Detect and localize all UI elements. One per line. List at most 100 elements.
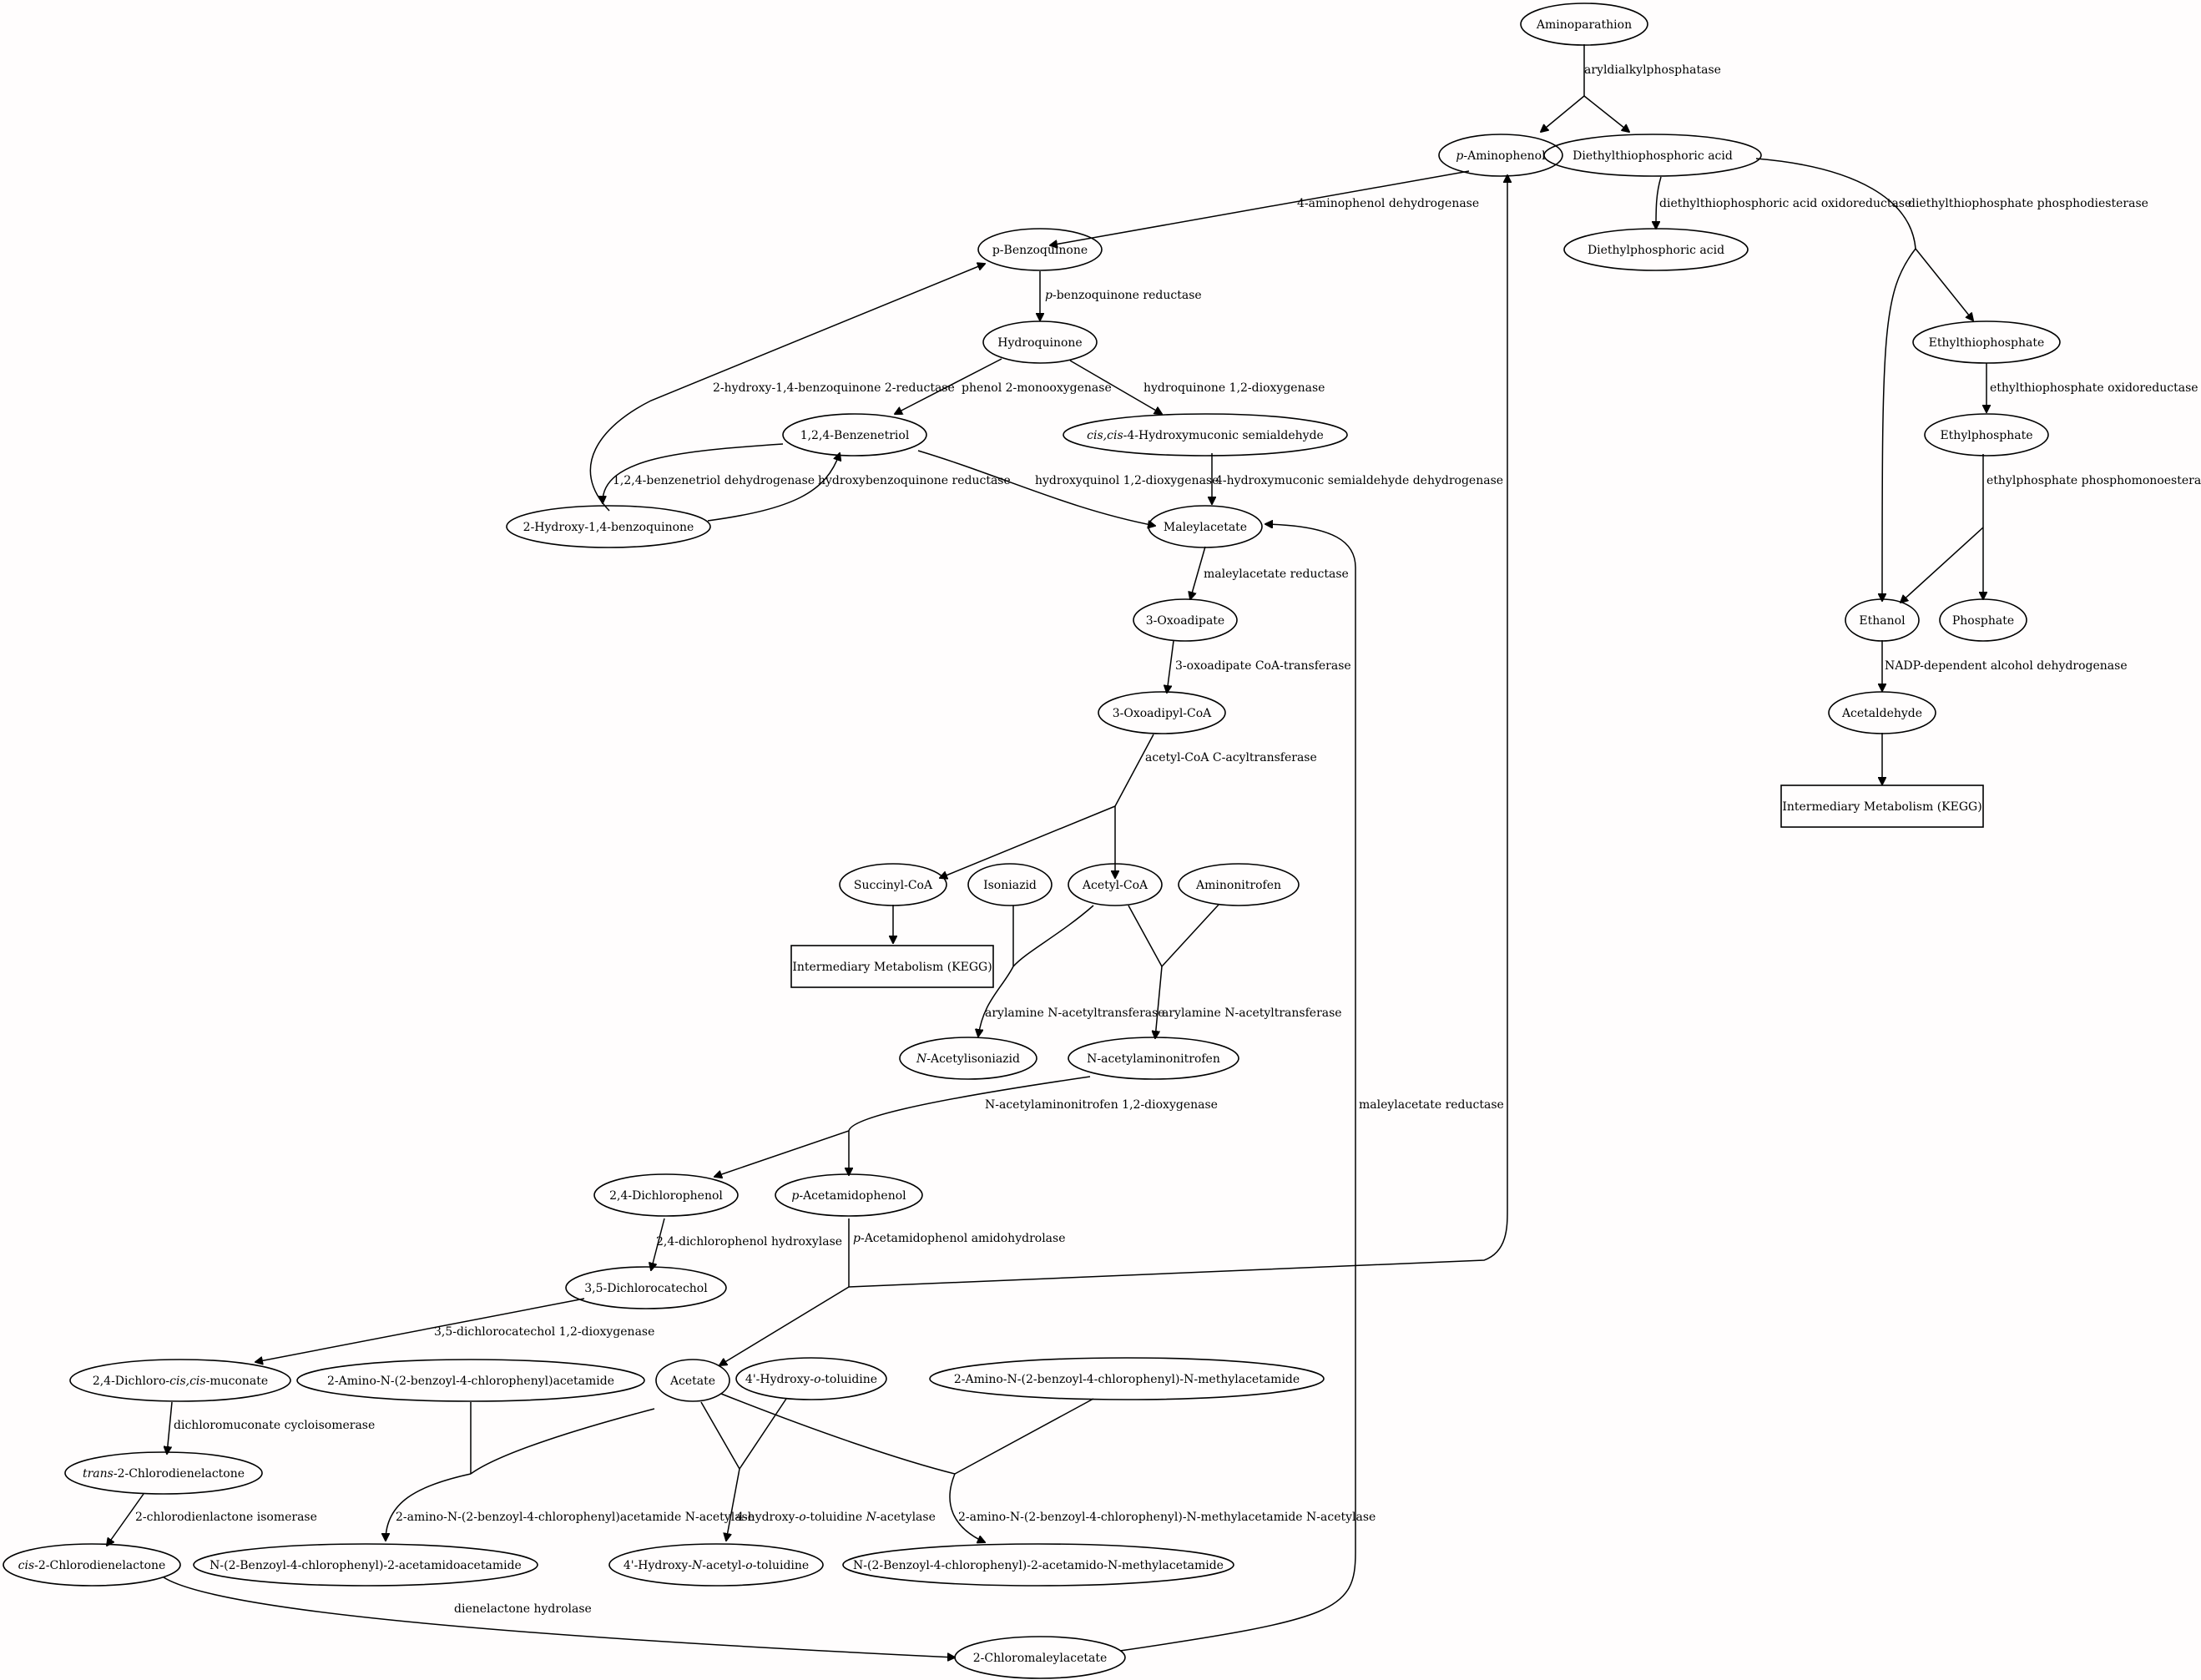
node-ethylthiophosphate[interactable]: Ethylthiophosphate [1912,320,2061,364]
node-diethylthiophosphoric-acid[interactable]: Diethylthiophosphoric acid [1543,134,1762,177]
node-label: 3-Oxoadipate [1146,614,1224,628]
node-acetyl-coa[interactable]: Acetyl-CoA [1068,863,1163,906]
node-benzoyl-acetamido-methylacetamide[interactable]: N-(2-Benzoyl-4-chlorophenyl)-2-acetamido… [842,1543,1234,1587]
edge-label-acetamidophenol-amidohydrolase: p-Acetamidophenol amidohydrolase [853,1232,1065,1245]
node-label: 4'-Hydroxy-o-toluidine [745,1373,877,1386]
edge-maleylacetate-to-oxoadipate [1190,546,1206,599]
edge-label-amino-benzoyl-acetamide-acetylase: 2-amino-N-(2-benzoyl-4-chlorophenyl)acet… [396,1511,755,1524]
edge-label-hydroxyquinol-dioxygenase: hydroxyquinol 1,2-dioxygenase [1035,474,1219,487]
node-label: 3-Oxoadipyl-CoA [1113,707,1212,720]
edge-acetate-to-join-2 [700,1401,740,1470]
edge-label-oxoadipate-transferase: 3-oxoadipate CoA-transferase [1175,659,1351,673]
edge-label-benzoquinone-reductase: p-benzoquinone reductase [1045,289,1202,302]
node-label: p-Benzoquinone [992,244,1088,257]
node-intermediary-metabolism-2[interactable]: Intermediary Metabolism (KEGG) [790,945,994,988]
edge-dichlorocatechol-to-dichloromuconate [255,1298,585,1362]
edge-label-hydroxybenzoquinone-reductase: hydroxybenzoquinone reductase [818,474,1011,487]
edge-split-to-ethanol-2 [1901,527,1984,603]
edge-oxoadipate-to-oxoadipyl-coa [1167,640,1174,693]
node-ethanol[interactable]: Ethanol [1845,598,1920,642]
node-amino-benzoyl-acetamide[interactable]: 2-Amino-N-(2-benzoyl-4-chlorophenyl)acet… [296,1359,645,1402]
edge-p-aminophenol-to-p-benzoquinone [1050,170,1470,245]
edge-label-diethylthiophosphate-phosphodiesterase: diethylthiophosphate phosphodiesterase [1908,197,2148,210]
node-label: Aminoparathion [1536,18,1632,32]
node-label: cis-2-Chlorodienelactone [18,1559,166,1572]
node-label: Intermediary Metabolism (KEGG) [792,961,992,974]
node-label: N-(2-Benzoyl-4-chlorophenyl)-2-acetamido… [209,1559,522,1572]
node-hydroxy-n-acetyl-o-toluidine[interactable]: 4'-Hydroxy-N-acetyl-o-toluidine [608,1543,824,1587]
edge-label-hydroxy-toluidine-acetylase: 4-hydroxy-o-toluidine N-acetylase [736,1511,936,1524]
node-label: Ethylphosphate [1940,429,2032,442]
edge-label-diethylthiophosphoric-oxidoreductase: diethylthiophosphoric acid oxidoreductas… [1659,197,1911,210]
edge-acetate-to-join-1 [470,1408,655,1475]
node-intermediary-metabolism-1[interactable]: Intermediary Metabolism (KEGG) [1780,785,1984,828]
node-label: Diethylphosphoric acid [1588,244,1724,257]
edge-benzenetriol-to-hydroxybenzoquinone [603,443,784,503]
node-amino-benzoyl-methylacetamide[interactable]: 2-Amino-N-(2-benzoyl-4-chlorophenyl)-N-m… [929,1357,1325,1400]
node-label: Isoniazid [983,879,1037,892]
node-p-aminophenol[interactable]: p-Aminophenol [1438,134,1563,177]
node-benzenetriol[interactable]: 1,2,4-Benzenetriol [782,413,927,457]
edge-amino-benzoyl-methylacetamide-to-join [954,1398,1094,1475]
edge-labels: aryldialkylphosphatase 4-aminophenol deh… [135,63,2201,1616]
edge-label-dienelactone-hydrolase: dienelactone hydrolase [454,1602,592,1616]
node-cis-chlorodienelactone[interactable]: cis-2-Chlorodienelactone [3,1543,181,1587]
node-isoniazid[interactable]: Isoniazid [967,863,1053,906]
node-label: Diethylthiophosphoric acid [1573,149,1733,163]
edge-aminonitrofen-to-join [1161,904,1219,967]
node-p-benzoquinone[interactable]: p-Benzoquinone [977,228,1103,271]
node-dichlorocatechol[interactable]: 3,5-Dichlorocatechol [565,1266,727,1309]
edge-label-maleylacetate-reductase-2: maleylacetate reductase [1359,1098,1504,1112]
node-label: Acetyl-CoA [1082,879,1148,892]
node-p-acetamidophenol[interactable]: p-Acetamidophenol [775,1173,923,1217]
node-hydroxybenzoquinone[interactable]: 2-Hydroxy-1,4-benzoquinone [506,505,711,548]
node-dichloromuconate[interactable]: 2,4-Dichloro-cis,cis-muconate [69,1359,291,1402]
edge-split-to-diethylthiophosphoric-acid [1583,95,1629,132]
node-n-acetylisoniazid[interactable]: N-Acetylisoniazid [899,1037,1037,1080]
node-acetate[interactable]: Acetate [655,1359,730,1402]
node-ethylphosphate[interactable]: Ethylphosphate [1924,413,2049,457]
edge-label-chlorodienlactone-isomerase: 2-chlorodienlactone isomerase [135,1511,317,1524]
edge-oxoadipyl-coa-to-split [1114,734,1154,807]
edge-join-to-acetylisoniazid [978,966,1014,1037]
node-chloromaleylacetate[interactable]: 2-Chloromaleylacetate [954,1636,1126,1679]
edge-dichlorophenol-to-dichlorocatechol [651,1218,665,1270]
node-diethylphosphoric-acid[interactable]: Diethylphosphoric acid [1563,228,1749,271]
node-hydroquinone[interactable]: Hydroquinone [982,320,1098,364]
node-maleylacetate[interactable]: Maleylacetate [1148,505,1263,548]
node-label: trans-2-Chlorodienelactone [83,1467,245,1481]
node-label: Hydroquinone [997,336,1082,350]
edge-label-amino-benzoyl-methylacetamide-acetylase: 2-amino-N-(2-benzoyl-4-chlorophenyl)-N-m… [958,1511,1376,1524]
node-oxoadipyl-coa[interactable]: 3-Oxoadipyl-CoA [1098,691,1226,734]
edge-acetate-to-join-3 [720,1393,956,1475]
edge-chloromaleylacetate-to-maleylacetate [1119,524,1356,1652]
edge-dichloromuconate-to-trans-chloro [167,1401,173,1454]
edge-label-arylamine-acetyltransferase-1: arylamine N-acetyltransferase [985,1006,1165,1020]
edge-label-phenol-monooxygenase: phenol 2-monooxygenase [962,381,1112,395]
node-hydroxymuconic-semialdehyde[interactable]: cis,cis-4-Hydroxymuconic semialdehyde [1063,413,1348,457]
node-aminonitrofen[interactable]: Aminonitrofen [1178,863,1300,906]
node-phosphate[interactable]: Phosphate [1939,598,2027,642]
node-label: 4'-Hydroxy-N-acetyl-o-toluidine [623,1559,809,1572]
edge-label-nadp-alcohol-dehydrogenase: NADP-dependent alcohol dehydrogenase [1885,659,2128,673]
edge-split-to-p-aminophenol [1541,95,1585,132]
edge-label-dichloromuconate-cycloisomerase: dichloromuconate cycloisomerase [174,1419,375,1432]
node-trans-chlorodienelactone[interactable]: trans-2-Chlorodienelactone [64,1451,263,1495]
edge-hydroxybenzoquinone-to-benzenetriol [707,453,840,522]
node-acetaldehyde[interactable]: Acetaldehyde [1828,691,1936,734]
node-label: p-Acetamidophenol [791,1189,906,1203]
node-aminoparathion[interactable]: Aminoparathion [1520,3,1648,46]
edge-split-to-acetate [719,1286,850,1365]
edge-diethylthiophosphoric-to-split [1755,158,1916,250]
node-hydroxy-o-toluidine[interactable]: 4'-Hydroxy-o-toluidine [735,1357,887,1400]
edge-acetyl-coa-to-join-1 [1012,905,1094,967]
edge-split-to-p-aminophenol-back [848,175,1507,1288]
node-dichlorophenol[interactable]: 2,4-Dichlorophenol [593,1173,739,1217]
node-oxoadipate[interactable]: 3-Oxoadipate [1133,598,1238,642]
node-label: Maleylacetate [1164,521,1247,534]
node-benzoyl-acetamidoacetamide[interactable]: N-(2-Benzoyl-4-chlorophenyl)-2-acetamido… [193,1543,538,1587]
edge-join-to-benzoyl-acetamidoacetamide [386,1473,472,1541]
node-n-acetylaminonitrofen[interactable]: N-acetylaminonitrofen [1068,1037,1239,1080]
node-succinyl-coa[interactable]: Succinyl-CoA [839,863,947,906]
node-label: 2-Amino-N-(2-benzoyl-4-chlorophenyl)acet… [327,1375,614,1388]
